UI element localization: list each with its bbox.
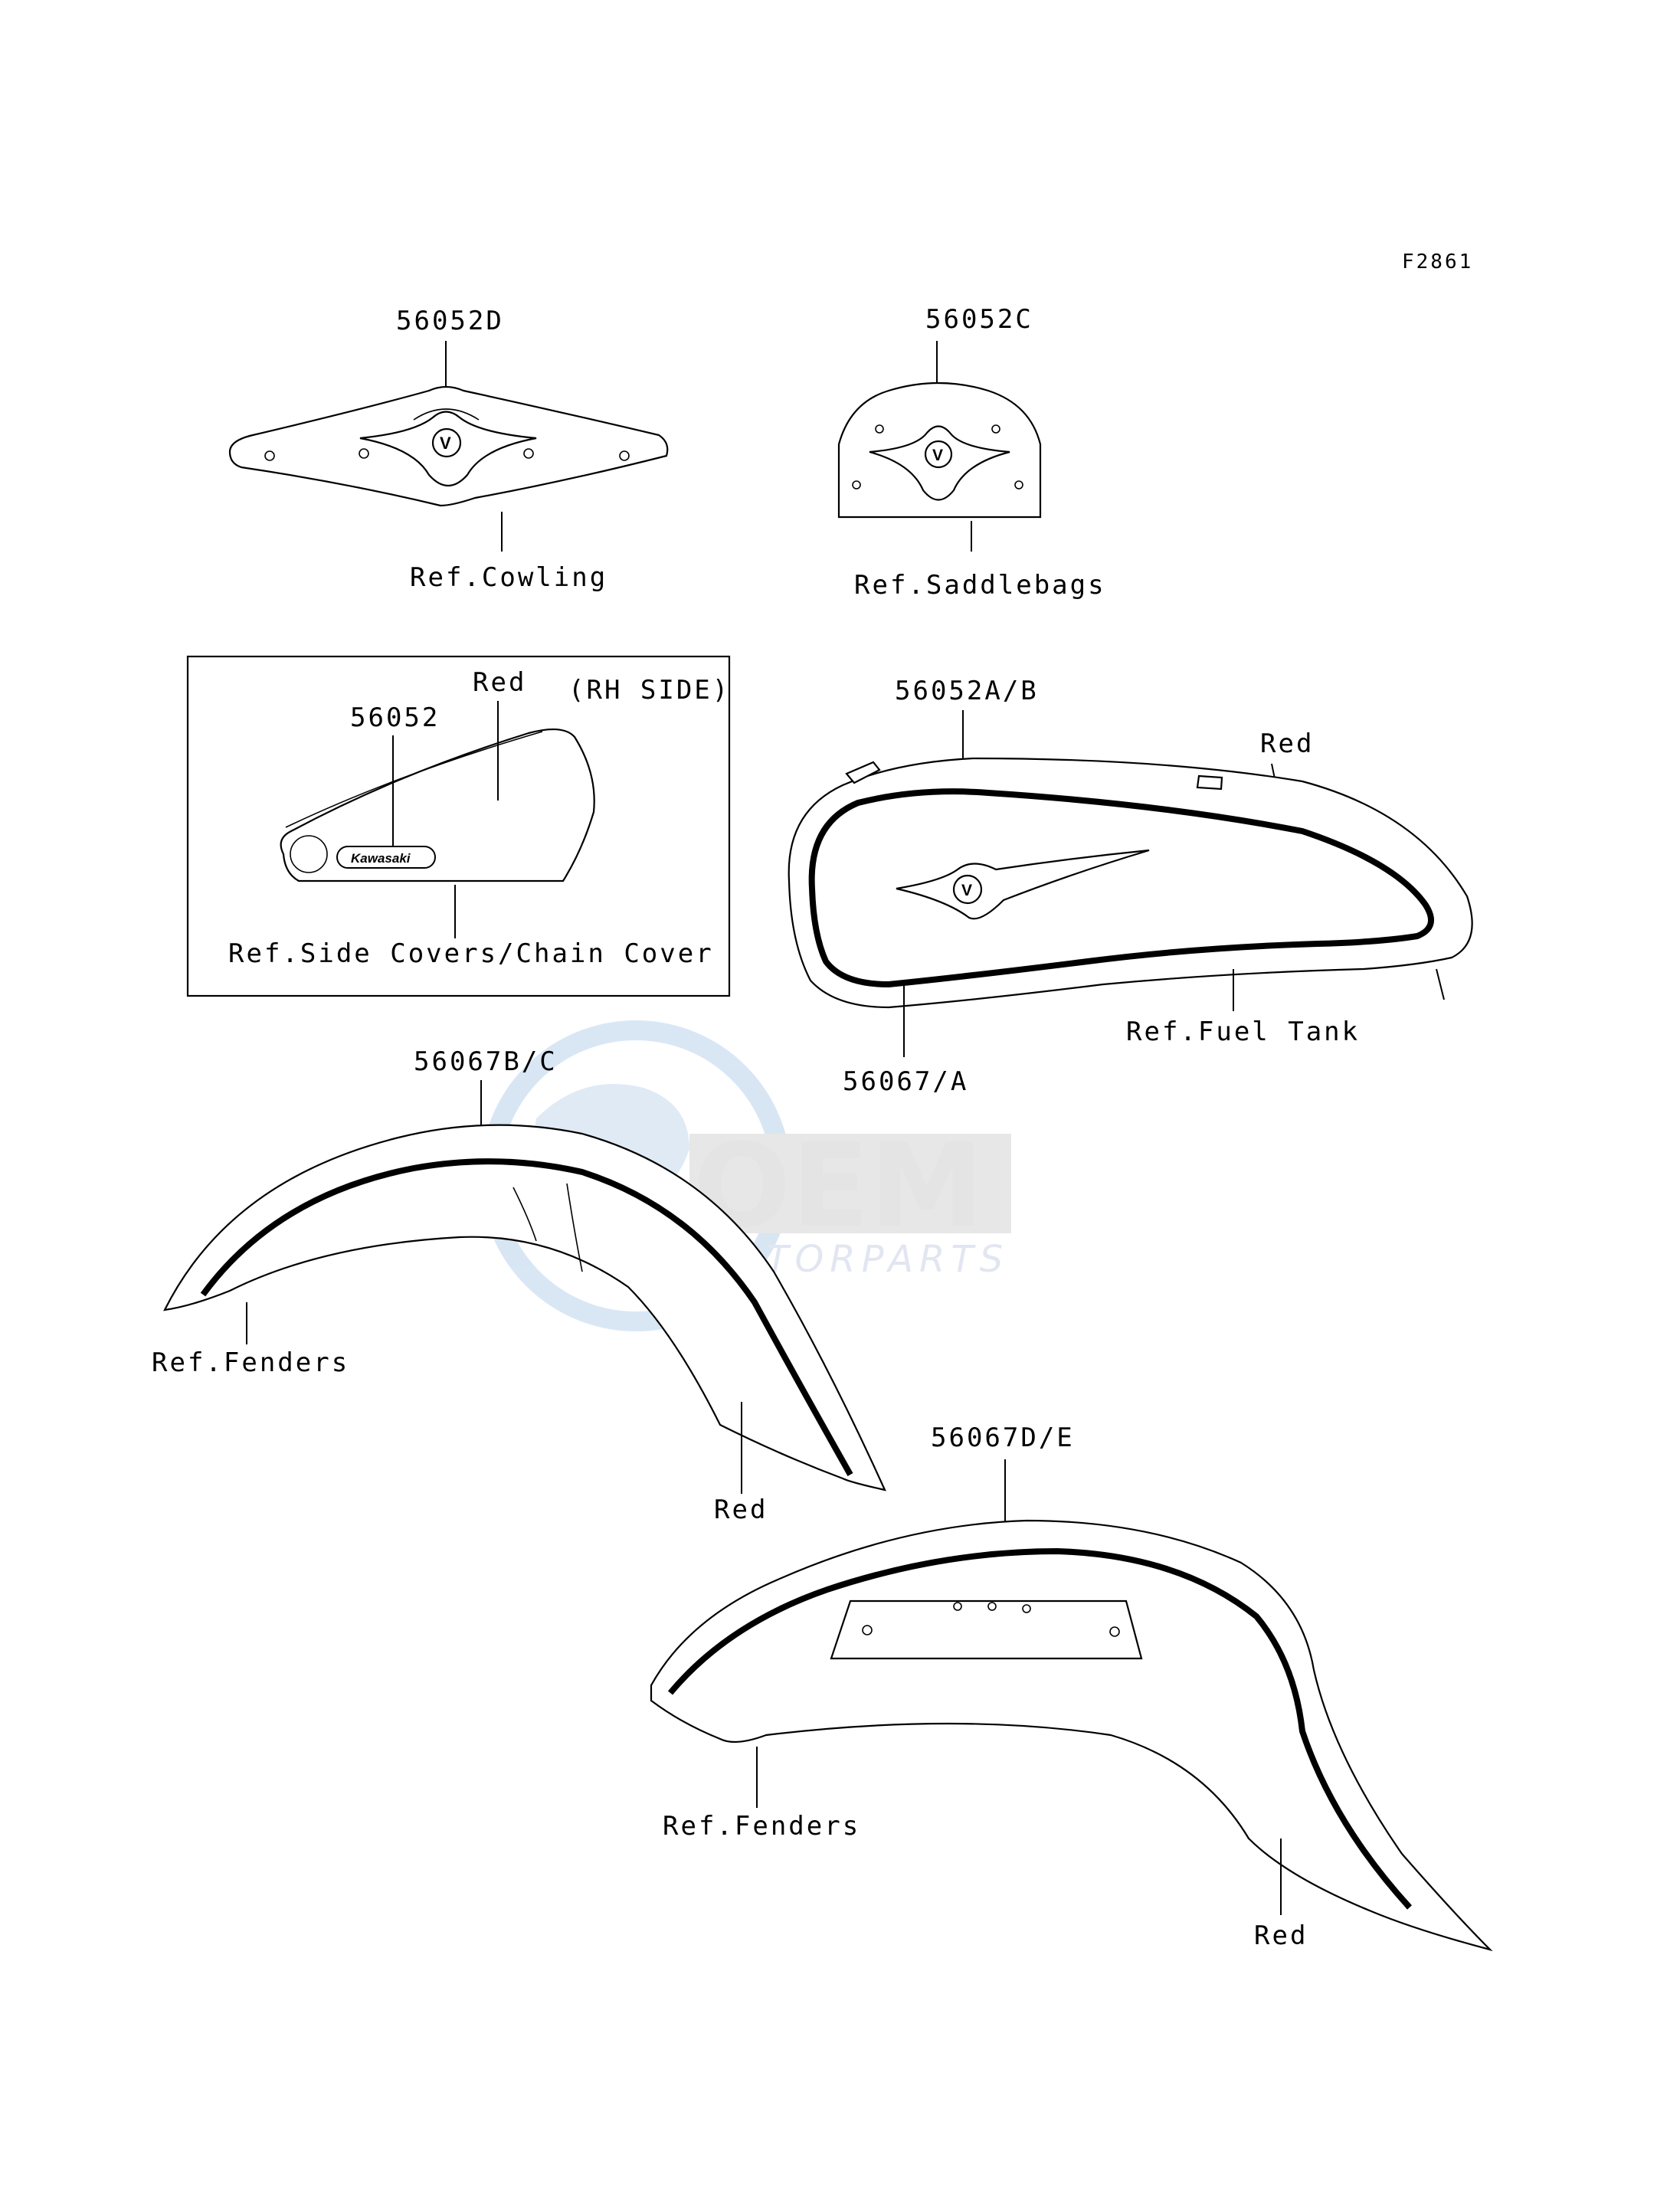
fuel-tank-stripe-number[interactable]: 56067/A — [843, 1066, 968, 1097]
front-fender-ref[interactable]: Ref.Fenders — [152, 1347, 349, 1378]
fuel-tank-part-number[interactable]: 56052A/B — [895, 676, 1039, 706]
figure-code: F2861 — [1402, 250, 1473, 273]
fuel-tank-ref[interactable]: Ref.Fuel Tank — [1126, 1017, 1360, 1047]
saddlebags-emblem-group: 56052C V Ref.Saddlebags — [837, 304, 1106, 601]
fuel-tank-group: 56052A/B Red V 56067/A Ref.Fuel Tank — [788, 676, 1473, 1097]
side-cover-color[interactable]: Red — [473, 667, 526, 698]
front-fender-body — [163, 1124, 886, 1491]
front-fender-part-number[interactable]: 56067B/C — [414, 1046, 558, 1077]
rear-fender-ref[interactable]: Ref.Fenders — [663, 1811, 860, 1842]
cowling-ref[interactable]: Ref.Cowling — [410, 562, 607, 593]
front-fender-group: 56067B/C Ref.Fenders Red — [152, 1046, 886, 1525]
saddlebags-part-number[interactable]: 56052C — [925, 304, 1033, 335]
rear-fender-part-number[interactable]: 56067D/E — [931, 1423, 1075, 1453]
side-cover-group: Red (RH SIDE) 56052 Kawasaki Ref.Side Co… — [186, 655, 731, 997]
rear-fender-body — [650, 1519, 1493, 1952]
fuel-tank-color[interactable]: Red — [1260, 729, 1314, 759]
front-fender-stripe — [200, 1158, 853, 1476]
svg-text:V: V — [961, 882, 972, 899]
fuel-tank-stripe — [808, 788, 1434, 988]
side-cover-part-number[interactable]: 56052 — [350, 702, 440, 733]
side-cover-frame — [186, 655, 731, 997]
rear-fender-plate — [830, 1599, 1143, 1660]
kawasaki-badge-text: Kawasaki — [351, 851, 411, 866]
rear-fender-group: 56067D/E Ref.Fenders Red — [650, 1423, 1493, 1952]
cowling-emblem-group: 56052D V Ref.Cowling — [228, 306, 669, 593]
svg-text:V: V — [440, 434, 451, 453]
rear-fender-color[interactable]: Red — [1254, 1920, 1308, 1951]
side-cover-side: (RH SIDE) — [568, 675, 730, 706]
side-cover-panel — [280, 728, 595, 882]
kawasaki-badge — [336, 846, 436, 869]
cowling-part-number[interactable]: 56052D — [396, 306, 504, 336]
rear-fender-stripe — [667, 1547, 1412, 1910]
side-cover-ref[interactable]: Ref.Side Covers/Chain Cover — [228, 938, 714, 969]
saddlebags-ref[interactable]: Ref.Saddlebags — [854, 570, 1106, 601]
watermark: OEM MOTORPARTS — [480, 1020, 1011, 1331]
svg-text:V: V — [932, 447, 943, 464]
front-fender-color[interactable]: Red — [714, 1495, 768, 1525]
